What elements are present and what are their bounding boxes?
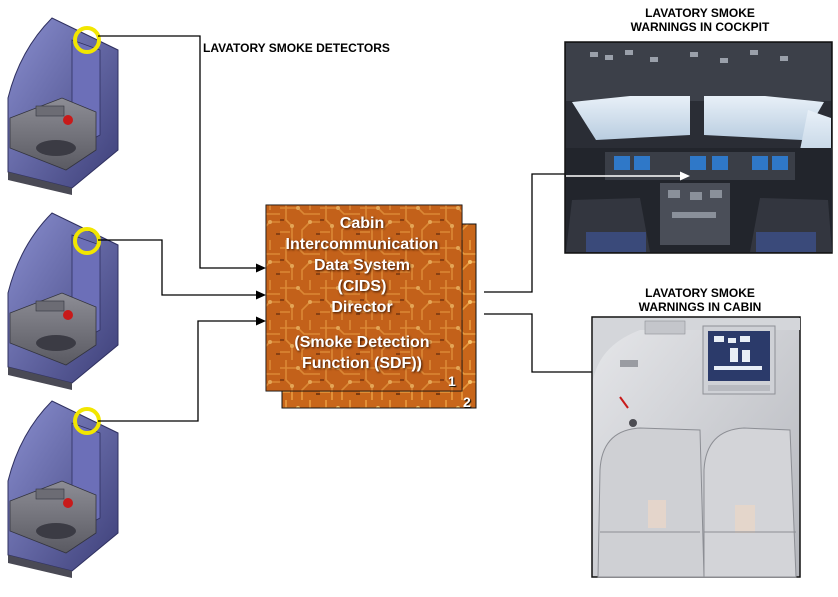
- lavatory-3: [7, 400, 119, 578]
- cids-line-1: Cabin: [339, 215, 385, 232]
- cabin-image: [591, 316, 801, 578]
- label-cabin-line-1: LAVATORY SMOKE: [645, 286, 755, 300]
- cids-unit-2-number: 2: [463, 394, 471, 410]
- smoke-detector-1: [73, 26, 101, 54]
- label-cockpit-line-1: LAVATORY SMOKE: [645, 6, 755, 20]
- cids-line-3: Data System: [313, 257, 411, 274]
- lavatory-1: [7, 17, 119, 195]
- cids-line-7: Function (SDF)): [302, 355, 422, 372]
- lavatory-2: [7, 212, 119, 390]
- arrowheads-in: [256, 263, 266, 326]
- label-cabin-line-2: WARNINGS IN CABIN: [638, 300, 762, 314]
- detector-wiring: [98, 35, 256, 422]
- cockpit-pointer-arrow: [566, 171, 690, 181]
- cockpit-image: [564, 41, 833, 254]
- cids-unit-1-number: 1: [448, 373, 456, 389]
- cids-director-unit-1: [265, 204, 463, 392]
- cids-line-4: (CIDS): [337, 278, 387, 295]
- label-cabin-warnings: LAVATORY SMOKE WARNINGS IN CABIN: [590, 286, 810, 314]
- cids-line-2: Intercommunication: [285, 236, 439, 253]
- cids-line-5: Director: [331, 299, 393, 316]
- label-cockpit-line-2: WARNINGS IN COCKPIT: [630, 20, 770, 34]
- label-cockpit-warnings: LAVATORY SMOKE WARNINGS IN COCKPIT: [590, 6, 810, 34]
- cids-director-label: Cabin Intercommunication Data System (CI…: [268, 213, 456, 374]
- label-lavatory-smoke-detectors: LAVATORY SMOKE DETECTORS: [203, 41, 390, 55]
- cids-line-6: (Smoke Detection: [294, 334, 430, 351]
- smoke-detector-2: [73, 227, 101, 255]
